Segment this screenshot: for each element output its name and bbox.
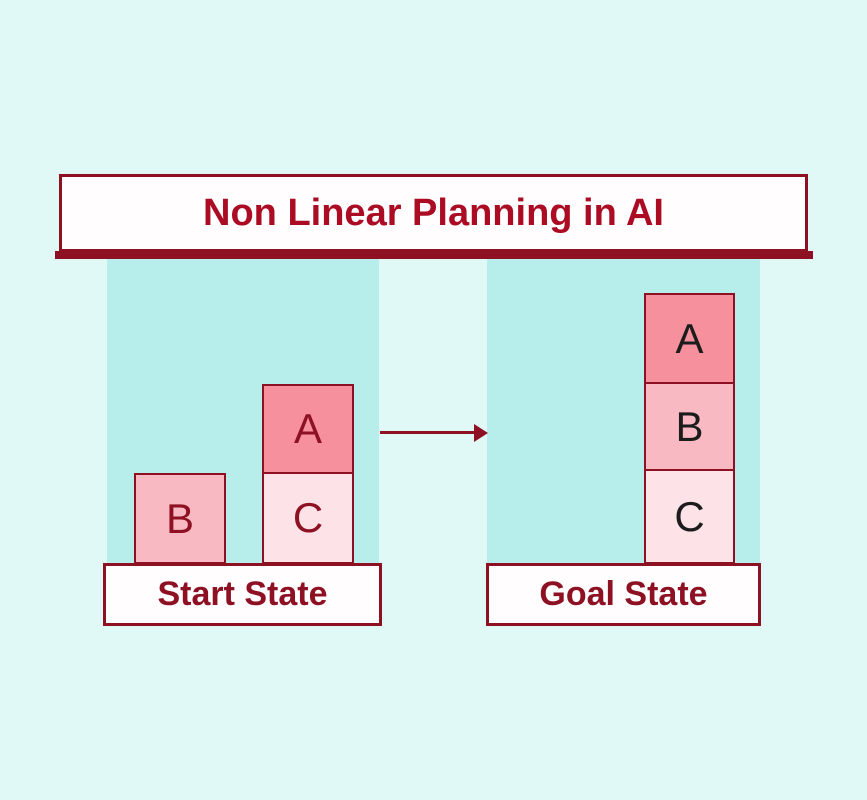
goal-block-c-label: C [674, 492, 705, 540]
goal-block-b-label: B [675, 402, 704, 450]
goal-block-c: C [644, 469, 735, 564]
goal-state-label-box: Goal State [486, 563, 761, 626]
start-block-b: B [134, 473, 226, 564]
start-block-b-label: B [165, 494, 194, 542]
start-block-c-label: C [292, 494, 324, 541]
page-title: Non Linear Planning in AI [203, 191, 664, 234]
start-block-c: C [262, 472, 354, 564]
title-box: Non Linear Planning in AI [59, 174, 808, 252]
goal-block-a-label: A [675, 314, 704, 362]
goal-block-a: A [644, 293, 735, 384]
start-state-label-box: Start State [103, 563, 382, 626]
arrow-line [380, 431, 475, 434]
title-underline-bar [55, 251, 813, 259]
start-block-a-label: A [293, 405, 322, 452]
start-state-label: Start State [157, 575, 328, 613]
goal-block-b: B [644, 382, 735, 471]
goal-state-label: Goal State [539, 575, 708, 613]
arrow-right-icon [474, 424, 488, 442]
start-block-a: A [262, 384, 354, 474]
